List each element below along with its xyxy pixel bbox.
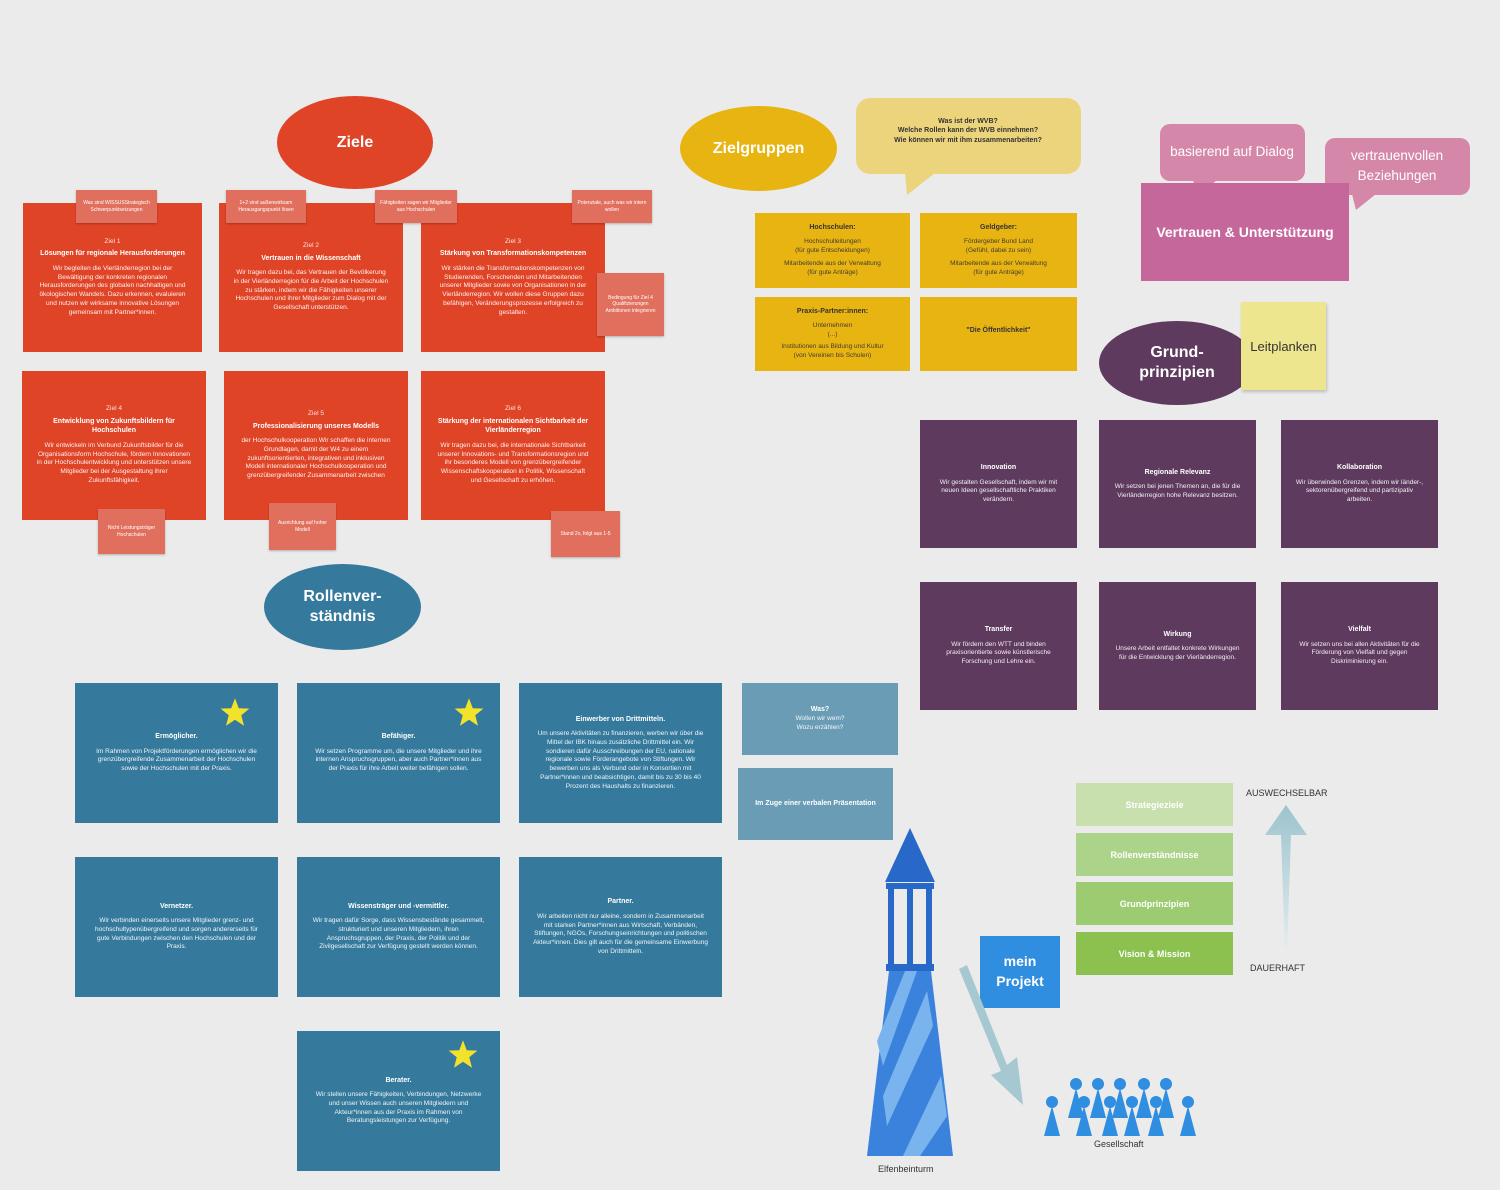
rolle-vernetzer[interactable]: Vernetzer. Wir verbinden einerseits unse… bbox=[75, 857, 278, 997]
rolle-wissenstraeger[interactable]: Wissensträger und -vermittler. Wir trage… bbox=[297, 857, 500, 997]
bubble-dialog[interactable]: basierend auf Dialog bbox=[1170, 144, 1294, 160]
ziel-note-7[interactable]: Ausrichtung auf hoher Modell bbox=[269, 503, 336, 550]
ziel-card-2[interactable]: Ziel 2 Vertrauen in die Wissenschaft Wir… bbox=[219, 203, 403, 352]
mein-projekt-card[interactable]: mein Projekt bbox=[980, 936, 1060, 1008]
grundprinzipien-heading: Grund- prinzipien bbox=[1099, 321, 1255, 405]
zielgruppe-oeffentlichkeit[interactable]: "Die Öffentlichkeit" bbox=[920, 297, 1077, 371]
prinzip-transfer[interactable]: Transfer Wir fördern den WTT und binden … bbox=[920, 582, 1077, 710]
ziel-note-1[interactable]: Was sind WISSUSStrategisch Schwerpunktse… bbox=[76, 190, 157, 223]
ziel-card-5[interactable]: Ziel 5 Professionalisierung unseres Mode… bbox=[224, 371, 408, 520]
bubble-beziehungen-shape bbox=[1325, 138, 1470, 210]
label-auswechselbar: AUSWECHSELBAR bbox=[1246, 788, 1328, 798]
vertrauen-unterstuetzung-card[interactable]: Vertrauen & Unterstützung bbox=[1141, 183, 1349, 281]
gesellschaft-people-icon bbox=[1044, 1078, 1196, 1136]
layer-vision-mission[interactable]: Vision & Mission bbox=[1076, 932, 1233, 975]
ziel-card-6[interactable]: Ziel 6 Stärkung der internationalen Sich… bbox=[421, 371, 605, 520]
was-wozu-card[interactable]: Was? Wollen wir wem? Wozu erzählen? bbox=[742, 683, 898, 755]
prinzip-wirkung[interactable]: Wirkung Unsere Arbeit entfaltet konkrete… bbox=[1099, 582, 1256, 710]
ziel-note-4[interactable]: Potenziale, auch was wir intern wollen bbox=[572, 190, 652, 223]
label-gesellschaft: Gesellschaft bbox=[1094, 1139, 1144, 1149]
ziel-note-5[interactable]: Bedingung für Ziel 4 Qualifizierungen Am… bbox=[597, 273, 664, 336]
prinzip-regionale-relevanz[interactable]: Regionale Relevanz Wir setzen bei jenen … bbox=[1099, 420, 1256, 548]
ziel-card-4[interactable]: Ziel 4 Entwicklung von Zukunftsbildern f… bbox=[22, 371, 206, 520]
zielgruppe-geldgeber[interactable]: Geldgeber: Fördergeber Bund Land (Gefühl… bbox=[920, 213, 1077, 288]
layer-rollenverstaendnisse[interactable]: Rollenverständnisse bbox=[1076, 833, 1233, 876]
zielgruppe-hochschulen[interactable]: Hochschulen: Hochschulleitungen (für gut… bbox=[755, 213, 910, 288]
praesentation-card[interactable]: Im Zuge einer verbalen Präsentation bbox=[738, 768, 893, 840]
prinzip-vielfalt[interactable]: Vielfalt Wir setzen uns bei allen Aktivi… bbox=[1281, 582, 1438, 710]
rolle-partner[interactable]: Partner. Wir arbeiten nicht nur alleine,… bbox=[519, 857, 722, 997]
star-icon bbox=[454, 698, 484, 726]
ziel-card-1[interactable]: Ziel 1 Lösungen für regionale Herausford… bbox=[23, 203, 202, 352]
ziel-card-3[interactable]: Ziel 3 Stärkung von Transformationskompe… bbox=[421, 203, 605, 352]
ziel-note-8[interactable]: Stand 2x, folgt aus 1-5 bbox=[551, 511, 620, 557]
zielgruppen-heading: Zielgruppen bbox=[680, 106, 837, 191]
ziel-note-3[interactable]: Fähigkeiten sagen wir Mitglieder aus Hoc… bbox=[375, 190, 457, 223]
arrow-down-right-icon bbox=[959, 965, 1023, 1105]
zielgruppen-speech-bubble[interactable]: Was ist der WVB? Welche Rollen kann der … bbox=[894, 118, 1042, 144]
rolle-einwerber[interactable]: Einwerber von Drittmitteln. Um unsere Ak… bbox=[519, 683, 722, 823]
rollenverstaendnis-heading: Rollenver- ständnis bbox=[264, 564, 421, 650]
layer-strategieziele[interactable]: Strategieziele bbox=[1076, 783, 1233, 826]
label-dauerhaft: DAUERHAFT bbox=[1250, 963, 1306, 973]
star-icon bbox=[448, 1040, 478, 1068]
arrow-up-icon bbox=[1265, 805, 1307, 955]
prinzip-kollaboration[interactable]: Kollaboration Wir überwinden Grenzen, in… bbox=[1281, 420, 1438, 548]
bubble-beziehungen[interactable]: vertrauenvollen Beziehungen bbox=[1350, 148, 1444, 183]
prinzip-innovation[interactable]: Innovation Wir gestalten Gesellschaft, i… bbox=[920, 420, 1077, 548]
star-icon bbox=[220, 698, 250, 726]
zielgruppe-praxis-partner[interactable]: Praxis-Partner:innen: Unternehmen (...) … bbox=[755, 297, 910, 371]
layer-grundprinzipien[interactable]: Grundprinzipien bbox=[1076, 882, 1233, 925]
ziele-heading: Ziele bbox=[277, 96, 433, 189]
ziel-note-2[interactable]: 1+2 sind außenwirksam Herausgangspunkt l… bbox=[226, 190, 306, 223]
label-elfenbeinturm: Elfenbeinturm bbox=[878, 1164, 934, 1174]
ziel-note-6[interactable]: Nicht Leistungsträger Hochschulen bbox=[98, 509, 165, 554]
rolle-ermoeglicher[interactable]: Ermöglicher. Im Rahmen von Projektförder… bbox=[75, 683, 278, 823]
elfenbeinturm-icon bbox=[867, 828, 953, 1156]
leitplanken-sticky[interactable]: Leitplanken bbox=[1241, 302, 1326, 390]
zielgruppen-speech-bubble-shape bbox=[856, 98, 1081, 195]
